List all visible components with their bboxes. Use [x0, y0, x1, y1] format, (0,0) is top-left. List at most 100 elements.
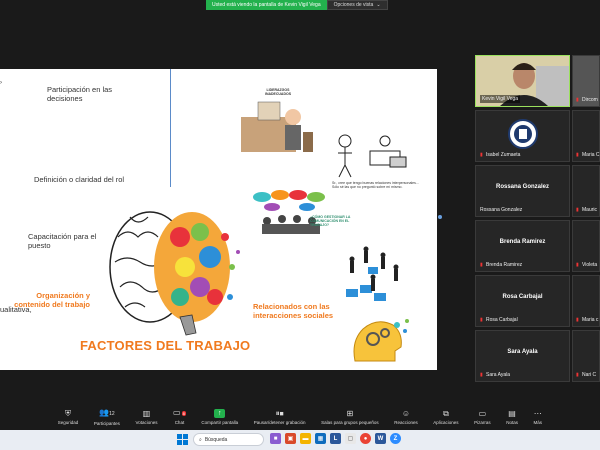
participant-name-text: Rossana Gonzalez	[480, 207, 523, 213]
security-button[interactable]: ⛨Seguridad	[58, 409, 79, 425]
participant-name-text: Maria c	[582, 317, 599, 323]
participant-name-text: Maria C	[582, 152, 600, 158]
taskbar-search[interactable]: ⌕ Búsqueda	[193, 433, 264, 446]
whiteboard-icon: ▭	[478, 408, 487, 418]
participant-tile-rosa[interactable]: Rosa Carbajal ▮Rosa Carbajal	[475, 275, 570, 327]
leaders-illustration	[241, 101, 313, 152]
participant-name-text: Violeta	[582, 262, 598, 268]
slide-title: FACTORES DEL TRABAJO	[80, 338, 251, 353]
folder-icon[interactable]: ▬	[300, 433, 311, 444]
polls-button[interactable]: ▥Votaciones	[135, 409, 157, 425]
leaders-caption: LIDERAZGOS INADECUADOS	[264, 88, 292, 96]
participant-tile-rossana[interactable]: Rossana Gonzalez Rossana Gonzalez	[475, 165, 570, 217]
participant-name: ▮Brenda Ramirez	[480, 262, 522, 268]
app-icon-6[interactable]: ▢	[345, 433, 356, 444]
muted-mic-icon: ▮	[576, 206, 579, 213]
office-cartoon	[338, 134, 407, 178]
participant-name-text: Kevin Vigil Vega	[482, 96, 519, 102]
participant-tile-col2-0[interactable]: ▮Dircom	[572, 55, 600, 107]
arrow-icon: ›	[0, 80, 2, 86]
participant-tile-kevin[interactable]: Kevin Vigil Vega	[475, 55, 570, 107]
muted-mic-icon: ▮	[576, 96, 579, 103]
university-logo-icon	[508, 119, 538, 149]
word-icon[interactable]: W	[375, 433, 386, 444]
taskbar-apps: ■ ▣ ▬ ▦ L ▢ ● W Z	[270, 433, 401, 444]
more-button[interactable]: ⋯Más	[534, 409, 543, 425]
app-icon-1[interactable]: ■	[270, 433, 281, 444]
screen-share-banner: Usted está viendo la pantalla de Kevin V…	[206, 0, 388, 10]
factor-role-clarity: Definición o claridad del rol	[34, 175, 125, 184]
head-gears-illustration	[353, 319, 409, 362]
participant-name: ▮Sara Ayala	[480, 372, 510, 378]
factor-social: Relacionados con las interacciones socia…	[253, 302, 334, 320]
participant-tile-col2-4[interactable]: ▮Maria c	[572, 275, 600, 327]
share-label: Compartir pantalla	[201, 419, 239, 425]
app-icon-4[interactable]: ▦	[315, 433, 326, 444]
cartoon-caption: Sr., cree que tengo buenas relaciones in…	[332, 181, 419, 189]
participant-display-name: Brenda Ramirez	[499, 239, 546, 245]
participant-name: ▮Mauric	[576, 207, 597, 213]
chart-icon: ▥	[142, 408, 151, 418]
participant-tile-col2-1[interactable]: ▮Maria C	[572, 110, 600, 162]
bubble-caption: ¿CÓMO GESTIONAR LA COMUNICACIÓN EN EL TR…	[310, 215, 351, 227]
chat-badge: 8	[181, 411, 186, 416]
participant-name: ▮Violeta	[576, 262, 597, 268]
notes-button[interactable]: ▤Notas	[506, 409, 518, 425]
whiteboards-button[interactable]: ▭Pizarras	[474, 409, 491, 425]
whiteboards-label: Pizarras	[474, 419, 491, 425]
polls-label: Votaciones	[135, 419, 158, 425]
app-icon-5[interactable]: L	[330, 433, 341, 444]
chrome-icon[interactable]: ●	[360, 433, 371, 444]
rooms-label: Salas para grupos pequeños	[321, 419, 379, 425]
chat-label: Chat	[174, 420, 185, 425]
participant-display-name: Rosa Carbajal	[502, 294, 543, 300]
participant-name: ▮Maria C	[576, 152, 600, 158]
reactions-button[interactable]: ☺Reacciones	[394, 409, 418, 425]
participant-name: Kevin Vigil Vega	[480, 95, 521, 103]
windows-start-icon[interactable]	[177, 434, 188, 445]
share-arrow-icon: ↑	[214, 408, 226, 418]
apps-button[interactable]: ⧉Aplicaciones	[433, 409, 458, 425]
zoom-icon[interactable]: Z	[390, 433, 401, 444]
apps-label: Aplicaciones	[433, 419, 459, 425]
muted-mic-icon: ▮	[480, 316, 483, 323]
participant-name-text: Nari C	[582, 372, 597, 378]
muted-mic-icon: ▮	[480, 151, 483, 158]
slide-divider	[170, 69, 171, 187]
view-options-button[interactable]: Opciones de vista ⌄	[326, 0, 388, 10]
participant-name-text: Dircom	[582, 97, 598, 103]
participant-name: ▮Isabel Zumaeta	[480, 152, 520, 158]
factor-training: Capacitación para el puesto	[28, 232, 97, 250]
participant-name: ▮Nari C	[576, 372, 596, 378]
grid-icon: ⊞	[346, 408, 354, 418]
participant-name: ▮Dircom	[576, 97, 598, 103]
apps-icon: ⧉	[443, 408, 449, 418]
share-screen-button[interactable]: ↑Compartir pantalla	[201, 408, 239, 425]
participant-tile-sara[interactable]: Sara Ayala ▮Sara Ayala	[475, 330, 570, 382]
more-dots-icon: ⋯	[533, 408, 542, 418]
participant-display-name: Sara Ayala	[507, 349, 538, 355]
participant-tile-col2-5[interactable]: ▮Nari C	[572, 330, 600, 382]
participant-tile-isabel[interactable]: ▮Isabel Zumaeta	[475, 110, 570, 162]
participant-name: ▮Maria c	[576, 317, 598, 323]
app-icon-2[interactable]: ▣	[285, 433, 296, 444]
participant-name-text: Sara Ayala	[486, 372, 511, 378]
participants-count: 12	[109, 410, 115, 417]
participants-label: Participantes	[93, 420, 120, 426]
breakout-rooms-button[interactable]: ⊞Salas para grupos pequeños	[321, 409, 379, 425]
factor-participation: Participación en las decisiones	[47, 85, 113, 103]
participant-tile-col2-3[interactable]: ▮Violeta	[572, 220, 600, 272]
participant-tile-brenda[interactable]: Brenda Ramirez ▮Brenda Ramirez	[475, 220, 570, 272]
shield-icon: ⛨	[65, 408, 72, 418]
participant-name-text: Rosa Carbajal	[486, 317, 518, 323]
pause-recording-button[interactable]: ⏸⏹Pausar/detener grabación	[254, 409, 306, 425]
shared-slide: › Participación en las decisiones Defini…	[0, 69, 437, 370]
participant-display-name: Rossana Gonzalez	[495, 184, 549, 190]
participant-tile-col2-2[interactable]: ▮Mauric	[572, 165, 600, 217]
brain-illustration	[109, 211, 240, 336]
participant-name-text: Isabel Zumaeta	[486, 152, 521, 158]
